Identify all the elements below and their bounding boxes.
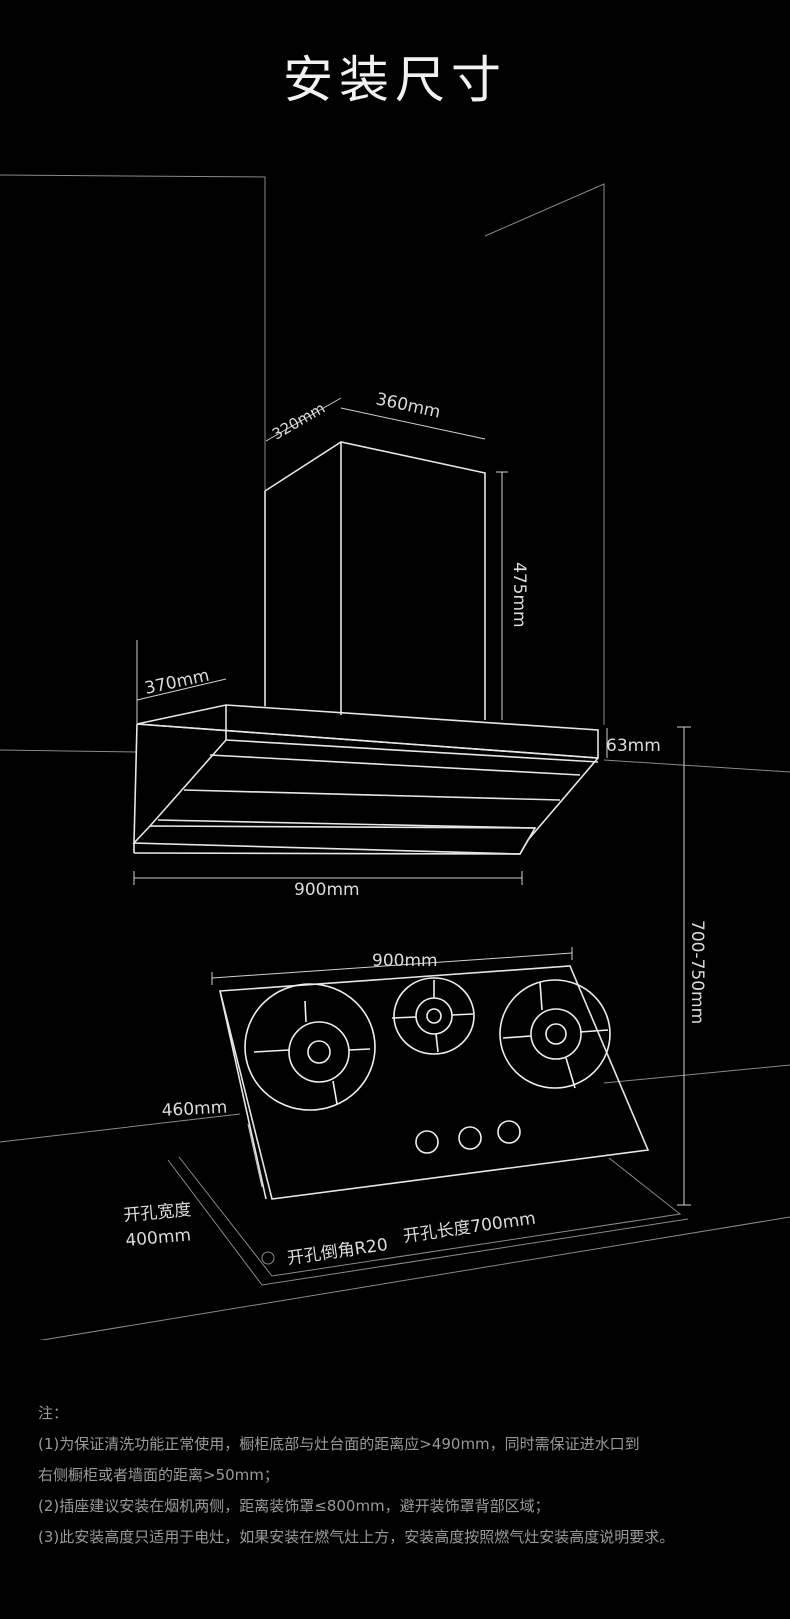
cutout-width-value: 400mm (125, 1225, 192, 1251)
hood-dimension-lines (133, 397, 691, 1206)
room-outline (0, 174, 790, 1340)
install-height-label: 700-750mm (687, 920, 707, 1024)
notes-heading: 注： (38, 1404, 69, 1422)
range-hood-duct-cover (264, 441, 486, 720)
installation-notes: 注： (1)为保证清洗功能正常使用，橱柜底部与灶台面的距离应>490mm，同时需… (38, 1398, 778, 1553)
note-2: (2)插座建议安装在烟机两侧，距离装饰罩≤800mm，避开装饰罩背部区域； (38, 1497, 550, 1515)
burner-left (244, 983, 376, 1111)
burner-middle (391, 977, 475, 1055)
front-height-label: 63mm (606, 736, 661, 756)
duct-height-label: 475mm (509, 562, 529, 628)
hood-depth-label: 320mm (269, 399, 328, 444)
hob-depth-label: 460mm (161, 1098, 228, 1121)
control-knobs (415, 1120, 521, 1154)
note-3: (3)此安装高度只适用于电灶，如果安装在燃气灶上方，安装高度按照燃气灶安装高度说… (38, 1528, 675, 1546)
cutout-length-label: 开孔长度700mm (402, 1209, 537, 1247)
cutout-width-label: 开孔宽度 (123, 1200, 192, 1226)
hob-width-label: 900mm (372, 951, 438, 971)
cutout-corner-label: 开孔倒角R20 (286, 1235, 389, 1269)
note-1: (1)为保证清洗功能正常使用，橱柜底部与灶台面的距离应>490mm，同时需保证进… (38, 1435, 640, 1453)
installation-dimension-diagram: 320mm 360mm 475mm 370mm 63mm 900mm 700-7… (0, 174, 790, 1340)
hood-width-label: 900mm (294, 880, 360, 900)
range-hood-body (132, 704, 599, 855)
counter-cutout (167, 1156, 689, 1286)
side-depth-label: 370mm (143, 666, 211, 699)
page-title: 安装尺寸 (283, 51, 507, 109)
note-1-continued: 右侧橱柜或者墙面的距离>50mm； (38, 1466, 279, 1484)
burner-right (499, 979, 611, 1089)
gas-hob (211, 947, 650, 1200)
